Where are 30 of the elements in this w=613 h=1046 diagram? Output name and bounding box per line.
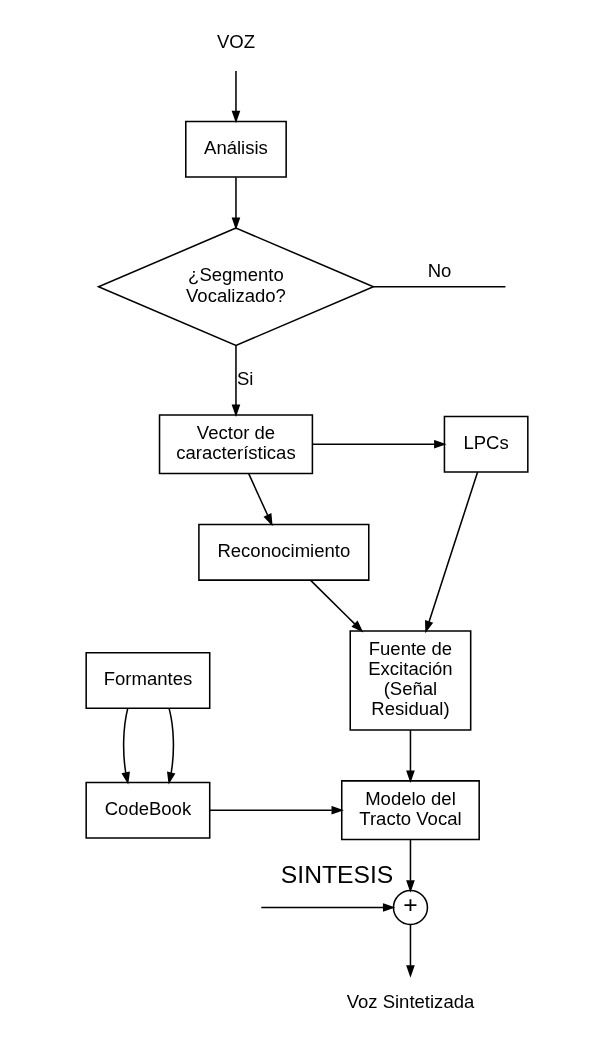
arrow: [208, 805, 344, 815]
node-box: Fuente de Excitación (Señal Residual): [348, 630, 471, 731]
arrow: [260, 903, 395, 912]
node-box: LPCs: [443, 415, 529, 473]
node-box: Formantes: [84, 651, 210, 710]
node-box: Vector de características: [158, 414, 313, 475]
arrow: [405, 924, 415, 978]
connector: [372, 285, 506, 288]
node-text: Voz Sintetizada: [346, 991, 474, 1013]
arrow: [231, 70, 240, 124]
node-circle: +: [392, 889, 428, 926]
node-text: VOZ: [216, 30, 255, 52]
arrow: [309, 579, 363, 633]
arrow: [405, 839, 415, 893]
arrow: [424, 471, 478, 634]
edge-label: No: [427, 259, 451, 281]
arrow: [121, 708, 130, 785]
arrow: [231, 176, 240, 230]
arrow: [247, 473, 273, 527]
arrow: [231, 345, 240, 417]
node-box: Modelo del Tracto Vocal: [340, 780, 480, 841]
node-box: Análisis: [184, 120, 287, 178]
node-box: CodeBook: [84, 781, 210, 839]
node-diamond: ¿Segmento Vocalizado?: [96, 227, 375, 347]
edge-label: Si: [236, 367, 253, 389]
node-box: Reconocimiento: [197, 523, 370, 581]
arrow: [405, 729, 415, 783]
arrow: [311, 439, 446, 449]
arrow: [166, 708, 175, 785]
node-label: SINTESIS: [280, 860, 393, 888]
